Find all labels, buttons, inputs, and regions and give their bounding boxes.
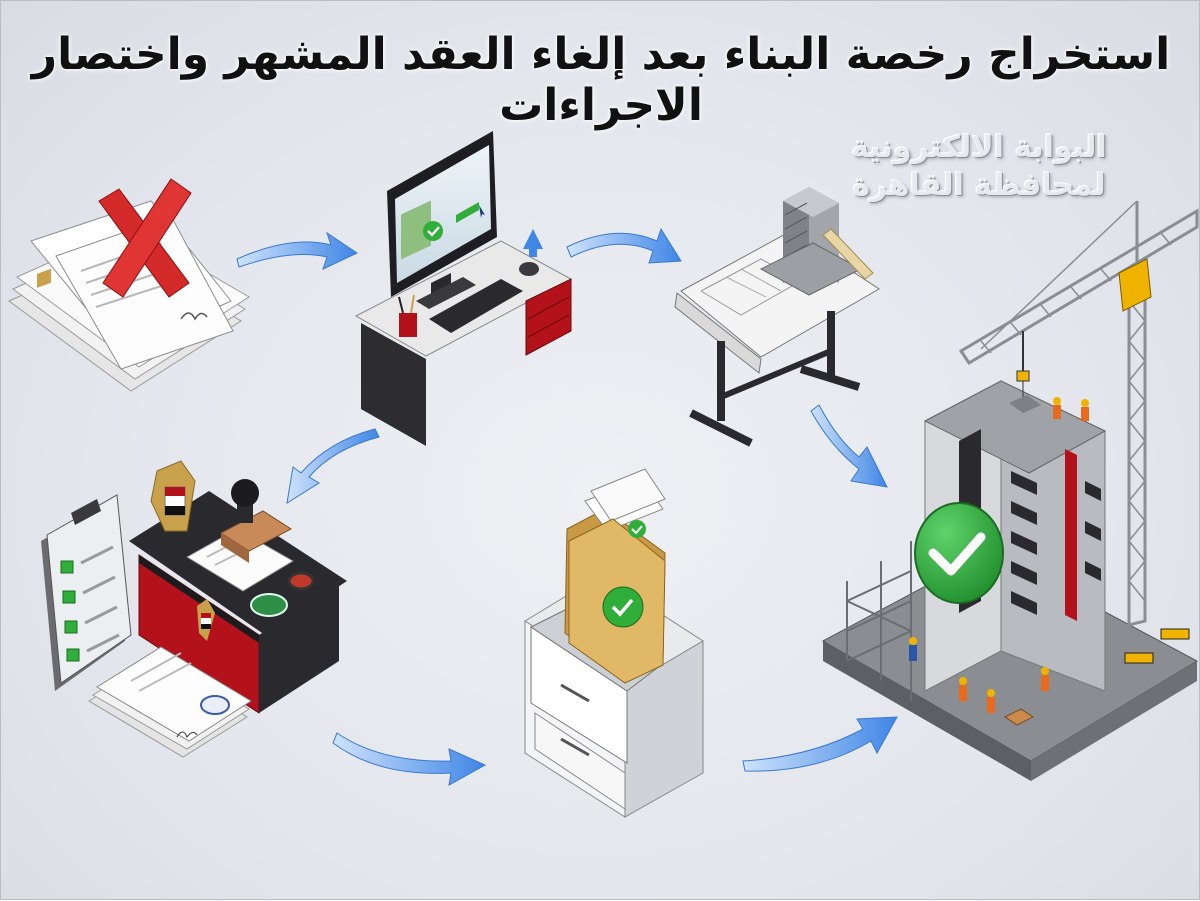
arrow-3 <box>810 404 888 488</box>
cancelled-contract-papers-icon <box>8 178 250 392</box>
watermark-line-2: لمحافظة القاهرة <box>852 168 1106 203</box>
watermark: البوابة الالكترونية لمحافظة القاهرة <box>829 129 1129 205</box>
tower-crane-icon <box>958 200 1199 627</box>
stamp-icon <box>220 479 292 563</box>
folder-icon <box>564 468 666 684</box>
workers-icon <box>909 397 1089 713</box>
drafting-table-icon <box>674 187 880 447</box>
arrow-2 <box>566 227 682 264</box>
construction-building-icon <box>821 380 1199 781</box>
arrow-5 <box>332 732 487 786</box>
eagle-emblem-icon <box>197 599 215 641</box>
file-cabinet-icon <box>524 468 704 818</box>
watermark-line-1: البوابة الالكترونية <box>851 130 1107 165</box>
flag-emblem-icon <box>150 460 196 532</box>
computer-desk-icon <box>354 131 573 446</box>
arrow-6 <box>742 716 898 772</box>
arrow-1 <box>236 231 359 270</box>
page-title: استخراج رخصة البناء بعد إلغاء العقد المش… <box>31 29 1171 131</box>
approved-papers-icon <box>88 646 252 758</box>
red-x-icon <box>98 178 192 298</box>
arrow-4 <box>286 428 380 505</box>
checklist-clipboard-icon <box>41 494 132 691</box>
approved-check-icon <box>914 502 1004 604</box>
government-stamp-desk-icon <box>129 460 347 714</box>
